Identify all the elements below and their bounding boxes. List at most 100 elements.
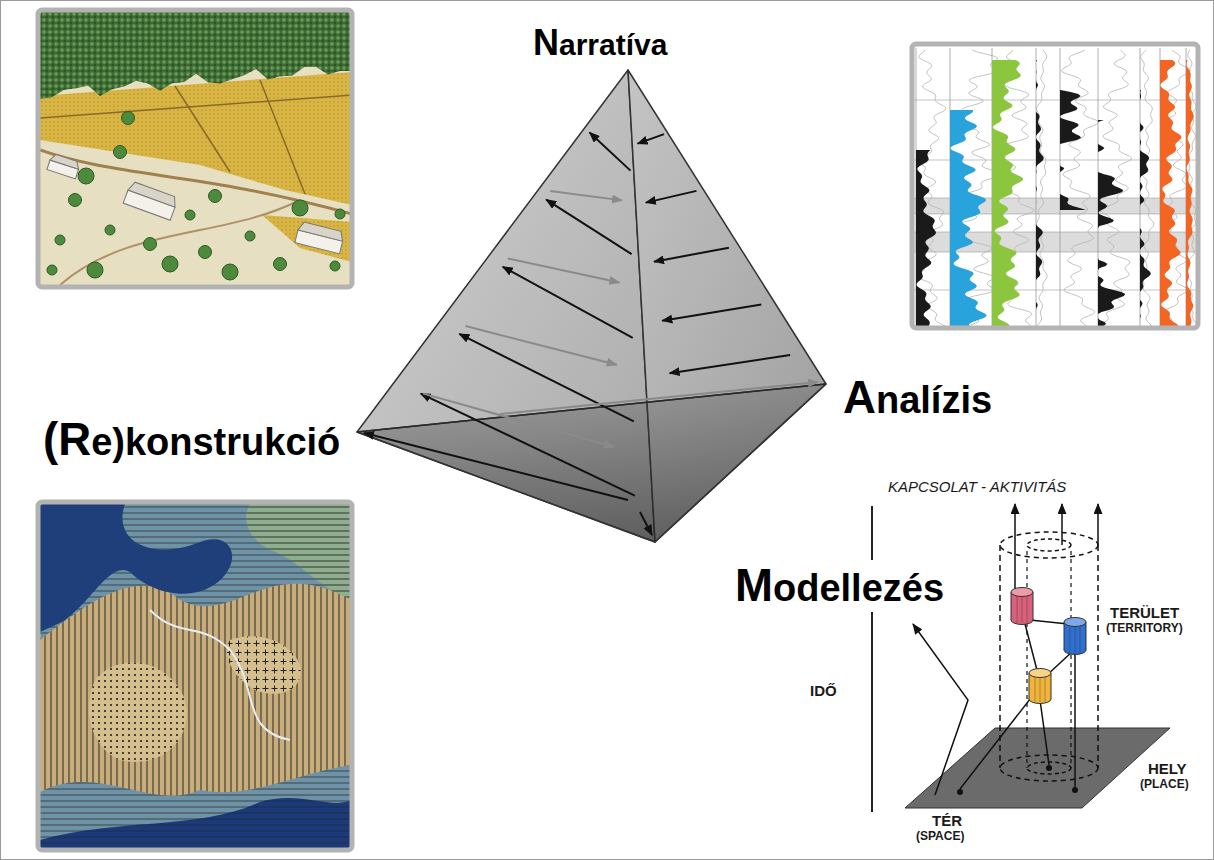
pollen-diagram [914,48,1196,326]
landscape-painting-part-part-part [128,181,178,207]
landscape-painting-part [262,215,350,262]
landscape-painting [40,12,350,285]
label-anchor: (PLACE) [1140,778,1189,792]
landscape-map-part [40,798,350,848]
axis-label: (PLACE) [1140,778,1189,792]
face-arrow [646,191,697,203]
landscape-painting-part [60,200,300,285]
landscape-painting-part-part [40,12,350,99]
landscape-map-part [40,584,350,796]
landscape-map-part [40,798,350,848]
face-arrow [466,326,617,365]
vertex-label: (Re)konstrukció [40,414,343,466]
image-frame [38,10,352,287]
space-time-diagram-part-part-part [1011,592,1012,620]
face-arrow [423,394,614,447]
pollen-diagram-part [1060,90,1086,210]
landscape-map-part [89,663,187,762]
landscape-painting-part-part [114,146,127,159]
tetrahedron-part [364,133,818,535]
label-anchor: IDŐ [810,682,837,699]
space-time-diagram-part [960,694,1034,789]
space-time-diagram-part-part-part [1080,625,1081,653]
space-time-diagram-part-part [1064,618,1086,655]
pollen-diagram-part [914,100,1196,101]
label-anchor: TERÜLET [1110,604,1179,621]
landscape-painting-part-part [245,231,255,241]
pollen-diagram-part [1186,60,1194,326]
face-arrow [662,305,761,321]
landscape-painting-part [47,153,345,253]
landscape-map-part [150,610,290,740]
space-time-diagram-part [913,624,968,795]
landscape-painting-part-part [40,12,350,99]
landscape-painting-part-part [87,262,103,278]
landscape-painting-part-part [330,261,340,271]
space-time-diagram [872,504,1170,812]
space-time-diagram-part-part-part [1075,625,1076,653]
space-time-diagram-part-part [1029,669,1051,704]
space-time-diagram-part [1040,700,1049,765]
landscape-painting-part-part [199,246,212,259]
space-time-diagram-part [1097,504,1099,545]
pollen-diagram-part [1160,60,1181,326]
space-time-diagram-part [1030,620,1068,624]
pollen-diagram-part [1140,50,1154,326]
landscape-painting-part-part [47,265,57,275]
space-time-diagram-part [1072,787,1078,793]
vertex-label: Narratíva [530,22,670,63]
face-arrow [500,382,818,414]
space-time-diagram-part [1024,620,1038,674]
pollen-diagram-part [1187,50,1196,326]
space-time-diagram-part-part-part [1033,592,1034,620]
landscape-painting-part-part [144,238,157,251]
landscape-painting-part-part [209,190,222,203]
landscape-painting-part [175,86,230,172]
landscape-painting-part [47,112,345,281]
space-time-diagram-part [1061,504,1063,545]
landscape-painting-part-part [185,210,195,220]
face-arrow [421,394,635,496]
space-time-diagram-part-part-part [1064,622,1065,650]
space-time-diagram-part-part-part [1040,676,1041,702]
space-time-diagram-part [871,506,873,812]
label-anchor: Modellezés [732,560,947,612]
tetrahedron-part [357,384,826,432]
landscape-painting-part-part [105,225,115,235]
image-frame [912,44,1198,328]
space-time-diagram-part [1027,539,1071,551]
landscape-painting-part-part [55,235,65,245]
pollen-diagram-part [1036,50,1047,326]
pollen-diagram-part [1098,120,1125,326]
label-anchor: HELY [1148,760,1187,777]
landscape-painting-part-part [274,258,287,271]
space-time-diagram-part-part-part [1029,669,1051,678]
landscape-painting-part-part [123,181,178,220]
face-arrow [546,200,631,255]
axis-label: (TERRITORY) [1106,622,1183,636]
face-arrow [364,433,628,500]
space-time-diagram-part-part-part [1017,595,1018,623]
landscape-painting-part [40,95,350,118]
pollen-diagram-part [916,150,936,326]
axis-label: TÉR [932,812,962,829]
space-time-diagram-part [1070,551,1071,768]
landscape-map-part [227,636,301,694]
landscape-map-part [40,584,350,796]
space-time-diagram-part [957,789,963,795]
pollen-diagram-part [1036,60,1044,326]
label-anchor: Analízis [840,372,995,424]
tetrahedron-part [357,384,826,542]
face-arrow [550,191,622,200]
landscape-painting-part [40,72,350,205]
axis-title: KAPCSOLAT - AKTIVITÁS [888,478,1066,495]
space-time-diagram-part-part-part [1045,676,1046,702]
landscape-painting-part [260,80,305,194]
face-arrow [503,267,633,338]
image-frame [38,502,352,850]
label-anchor: (SPACE) [916,830,964,844]
vertex-label: Analízis [840,372,995,424]
space-time-diagram-part-part-part [1070,625,1071,653]
chart-ground [914,46,1196,326]
